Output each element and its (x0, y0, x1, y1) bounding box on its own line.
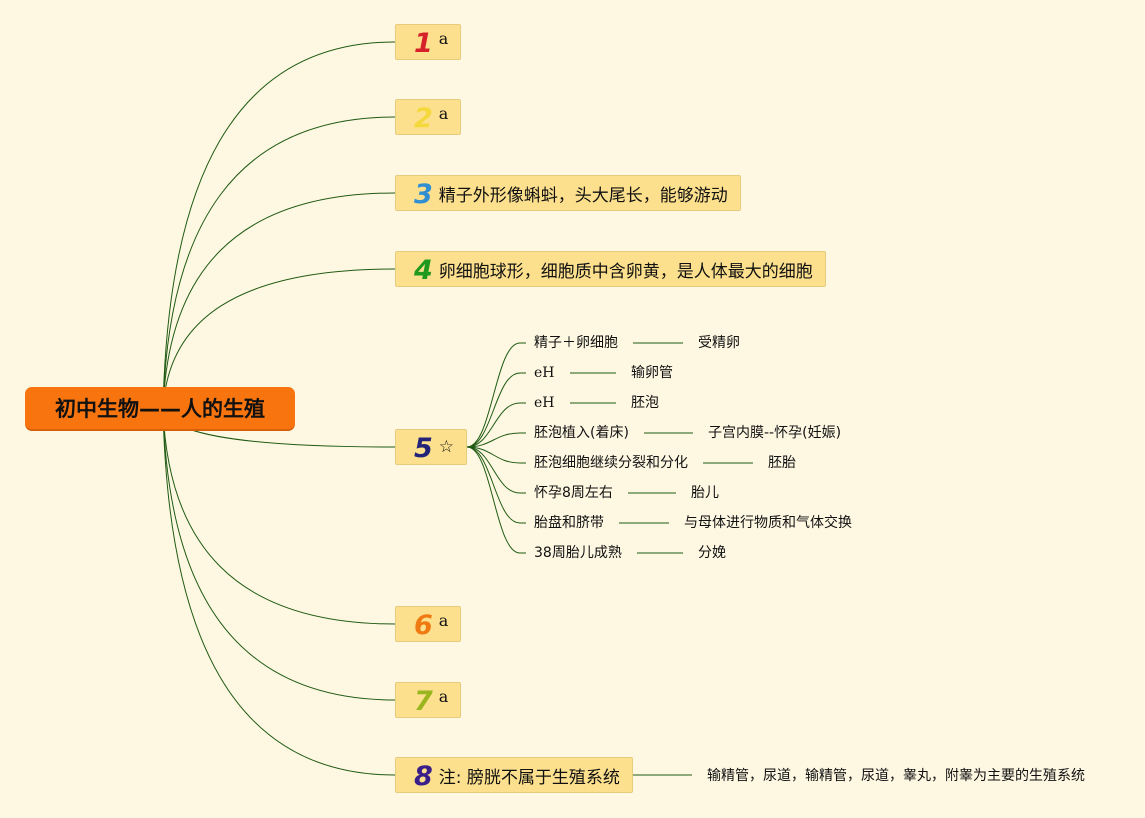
branch-label: 卵细胞球形，细胞质中含卵黄，是人体最大的细胞 (438, 261, 813, 282)
subtopic-detail[interactable]: 受精卵 (698, 335, 740, 351)
branch-label: a (438, 610, 449, 630)
branch-connector (162, 116, 396, 410)
subtopic-connector (466, 432, 526, 448)
subtopic[interactable]: eH (534, 395, 555, 411)
subtopic-connector (466, 446, 526, 524)
subtopic-detail[interactable]: 分娩 (698, 545, 726, 561)
branch-connector (162, 408, 396, 625)
central-topic[interactable]: 初中生物——人的生殖 (25, 387, 295, 431)
branch-8[interactable]: 8 注: 膀胱不属于生殖系统 (395, 757, 633, 793)
branch-2[interactable]: 2 a (395, 99, 462, 135)
branch-label: 注: 膀胱不属于生殖系统 (438, 767, 620, 788)
subtopic[interactable]: 胚泡植入(着床) (534, 425, 629, 441)
branch-4[interactable]: 4 卵细胞球形，细胞质中含卵黄，是人体最大的细胞 (395, 251, 826, 287)
branch-connector (162, 408, 396, 776)
branch-number-icon: 8 (414, 760, 433, 792)
branch-label: a (438, 28, 449, 48)
subtopic-detail[interactable]: 胎儿 (691, 485, 719, 501)
branch-connector (162, 408, 396, 701)
subtopic[interactable]: 输精管，尿道，输精管，尿道，睾丸，附睾为主要的生殖系统 (707, 768, 1085, 784)
branch-label: a (438, 686, 449, 706)
branch-3[interactable]: 3 精子外形像蝌蚪，头大尾长，能够游动 (395, 175, 741, 211)
subtopic[interactable]: 胎盘和脐带 (534, 515, 604, 531)
branch-connector (162, 192, 396, 410)
subtopic-connector (466, 372, 526, 448)
subtopic-connector (466, 402, 526, 448)
subtopic[interactable]: 精子＋卵细胞 (534, 335, 618, 351)
branch-number-icon: 3 (414, 178, 433, 210)
branch-number-icon: 1 (414, 27, 433, 59)
subtopic-detail[interactable]: 输卵管 (631, 365, 673, 381)
branch-number-icon: 4 (414, 254, 433, 286)
branch-number-icon: 6 (414, 609, 433, 641)
subtopic[interactable]: 怀孕8周左右 (534, 485, 613, 501)
star-icon: ☆ (438, 437, 455, 457)
subtopic-connector (466, 342, 526, 448)
branch-number-icon: 5 (414, 432, 433, 464)
branch-6[interactable]: 6 a (395, 606, 462, 642)
subtopic-detail[interactable]: 与母体进行物质和气体交换 (684, 515, 852, 531)
branch-5[interactable]: 5 ☆ (395, 429, 468, 465)
branch-label: 精子外形像蝌蚪，头大尾长，能够游动 (438, 185, 728, 206)
subtopic-detail[interactable]: 胚泡 (631, 395, 659, 411)
branch-connector (162, 268, 396, 410)
subtopic[interactable]: eH (534, 365, 555, 381)
branch-number-icon: 7 (414, 685, 433, 717)
branch-number-icon: 2 (414, 102, 433, 134)
subtopic-connector (466, 446, 526, 464)
branch-1[interactable]: 1 a (395, 24, 462, 60)
branch-7[interactable]: 7 a (395, 682, 462, 718)
subtopic[interactable]: 胚泡细胞继续分裂和分化 (534, 455, 688, 471)
subtopic-detail[interactable]: 胚胎 (768, 455, 796, 471)
branch-label: a (438, 103, 449, 123)
subtopic-connector (466, 446, 526, 494)
subtopic[interactable]: 38周胎儿成熟 (534, 545, 622, 561)
branch-connector (162, 41, 396, 410)
subtopic-detail[interactable]: 子宫内膜--怀孕(妊娠) (708, 425, 842, 441)
subtopic-connector (466, 446, 526, 554)
